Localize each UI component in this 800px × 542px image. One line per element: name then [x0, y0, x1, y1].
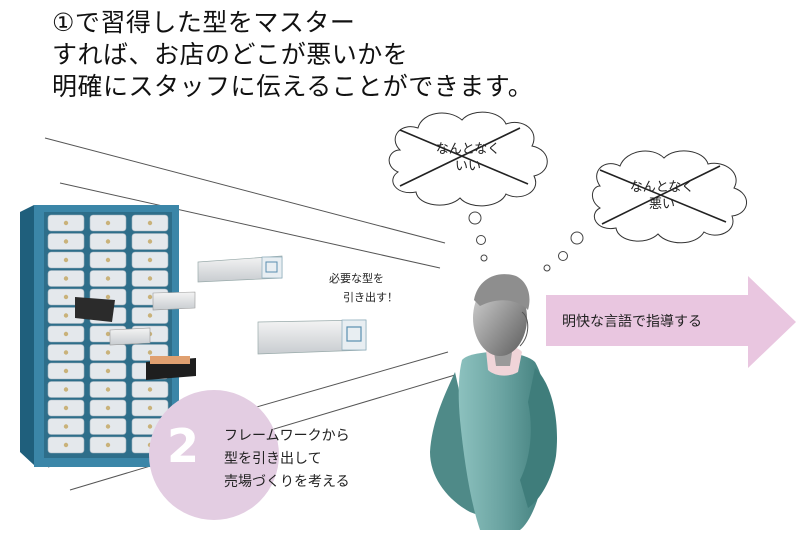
drawer-knob [147, 313, 153, 318]
drawer-knob [63, 387, 69, 392]
drawer-knob [105, 294, 111, 300]
step-text-line-1: フレームワークから [224, 428, 350, 444]
drawer-knob [63, 313, 69, 318]
drawer-knob [105, 276, 111, 281]
drawer-knob [105, 442, 111, 448]
drawer-knob [105, 387, 111, 392]
drawer-knob [63, 405, 69, 411]
drawer-knob [147, 350, 153, 355]
drawer-knob [105, 257, 111, 263]
thought-bubble-trail [468, 211, 584, 272]
drawer-knob [63, 442, 69, 448]
drawer-knob [105, 424, 111, 429]
drawer-knob [147, 294, 153, 300]
thought-right-line-2: 悪い [648, 197, 675, 212]
step-text-line-3: 売場づくりを考える [224, 474, 350, 490]
heading-line-2: すれば、お店のどこが悪いかを [52, 40, 409, 69]
thought-right-line-1: なんとなく [629, 180, 695, 195]
drawer-knob [63, 350, 69, 355]
drawer-knob [147, 220, 153, 226]
drawer-knob [63, 276, 69, 281]
drawer-knob [105, 405, 111, 411]
floating-drawer-1 [197, 255, 283, 283]
drawer-knob [147, 424, 153, 429]
thought-cloud-cross-left [399, 127, 529, 187]
thought-left-line-1: なんとなく [435, 142, 501, 157]
step-text-line-2: 型を引き出して [224, 451, 322, 467]
right-arrow-shape [546, 276, 796, 368]
drawer-knob [147, 405, 153, 411]
drawer-knob [147, 387, 153, 392]
drawer-knob [63, 368, 69, 374]
drawer-knob [63, 424, 69, 429]
arrow-label: 明快な言語で指導する [562, 314, 702, 330]
person-figure [430, 274, 558, 530]
step-circle [149, 390, 279, 520]
drawer-knob [105, 368, 111, 374]
drawer-knob [63, 257, 69, 263]
heading-line-1: ①で習得した型をマスター [52, 8, 356, 37]
drawer-callout-line-1: 必要な型を [329, 272, 384, 285]
drawer-cabinet [20, 205, 196, 467]
drawer-knob [147, 257, 153, 263]
floating-drawer-2 [257, 319, 367, 355]
thought-cloud-cross-right [599, 165, 727, 225]
step-number: 2 [166, 419, 199, 473]
drawer-knob [63, 331, 69, 337]
thought-cloud-right [592, 150, 747, 244]
drawer-knob [147, 239, 153, 244]
thought-left-line-2: いい [454, 159, 481, 174]
drawer-callout-line-2: 引き出す！ [343, 291, 398, 304]
drawer-knob [63, 220, 69, 226]
drawer-knob [105, 331, 111, 337]
drawer-knob [105, 350, 111, 355]
heading-line-3: 明確にスタッフに伝えることができます。 [52, 72, 534, 101]
drawer-knob [105, 239, 111, 244]
drawer-knob [63, 239, 69, 244]
drawer-knob [147, 276, 153, 281]
drawer-knob [63, 294, 69, 300]
drawer-knob [105, 220, 111, 226]
